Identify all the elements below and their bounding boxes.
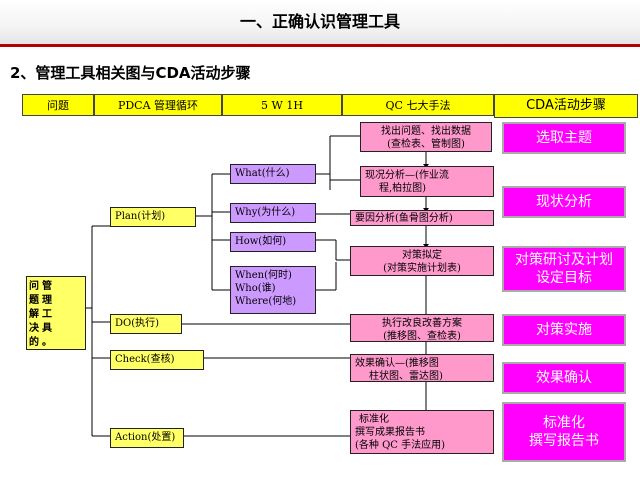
w5h1-when-who-where-box: When(何时) Who(谁) Where(何地) bbox=[230, 266, 316, 314]
root-box: 问 题 解 决 的 管 理 工 具 。 bbox=[26, 276, 86, 350]
slide-title: 一、正确认识管理工具 bbox=[239, 12, 400, 31]
root-char: 具 bbox=[42, 323, 52, 334]
cda-step-6: 标准化 撰写报告书 bbox=[502, 402, 626, 462]
qc-box-6-line: 效果确认—(推移图 bbox=[355, 358, 439, 369]
root-char: 理 bbox=[42, 295, 52, 306]
root-char: 问 bbox=[29, 281, 39, 292]
qc-box-5-line: (推移图、查检表) bbox=[383, 331, 461, 342]
qc-box-3: 要因分析(鱼骨图分析) bbox=[350, 210, 494, 226]
cda-step-4: 对策实施 bbox=[502, 314, 626, 346]
qc-box-6-line: 柱状图、雷达图) bbox=[369, 371, 443, 382]
w5h1-how-box: How(如何) bbox=[230, 232, 316, 252]
qc-box-6: 效果确认—(推移图 柱状图、雷达图) bbox=[350, 354, 494, 382]
cda-step-3-line: 设定目标 bbox=[536, 270, 592, 286]
w5h1-who-label: Who(谁) bbox=[235, 283, 276, 294]
section-subtitle: 2、管理工具相关图与CDA活动步骤 bbox=[10, 64, 251, 82]
col-header-5w1h: 5 W 1H bbox=[222, 94, 342, 116]
pdca-check-box: Check(查核) bbox=[110, 350, 204, 370]
cda-step-5: 效果确认 bbox=[502, 362, 626, 394]
col-header-pdca: PDCA 管理循环 bbox=[94, 94, 222, 116]
qc-box-5-line: 执行改良改善方案 bbox=[382, 318, 462, 329]
root-char: 。 bbox=[42, 337, 52, 348]
qc-box-2: 现况分析—(作业流 程,柏拉图) bbox=[360, 166, 494, 197]
qc-box-1: 找出问题、找出数据 (查检表、管制图) bbox=[360, 122, 492, 152]
w5h1-where-label: Where(何地) bbox=[235, 296, 297, 307]
pdca-plan-box: Plan(计划) bbox=[110, 207, 196, 227]
pdca-do-box: DO(执行) bbox=[110, 314, 182, 334]
root-char: 工 bbox=[42, 309, 52, 320]
root-char: 管 bbox=[42, 281, 52, 292]
col-header-qc: QC 七大手法 bbox=[342, 94, 494, 116]
qc-box-5: 执行改良改善方案 (推移图、查检表) bbox=[350, 314, 494, 342]
qc-box-7-line: (各种 QC 手法应用) bbox=[355, 440, 446, 451]
qc-box-1-line: (查检表、管制图) bbox=[387, 139, 465, 150]
root-col-2: 管 理 工 具 。 bbox=[42, 280, 52, 348]
cda-step-3: 对策研讨及计划 设定目标 bbox=[502, 246, 626, 292]
root-char: 的 bbox=[29, 337, 39, 348]
cda-step-2: 现状分析 bbox=[502, 186, 626, 218]
col-header-cda: CDA活动步骤 bbox=[494, 94, 638, 118]
root-col-1: 问 题 解 决 的 bbox=[29, 280, 39, 348]
qc-box-2-line: 程,柏拉图) bbox=[379, 183, 427, 194]
w5h1-when-label: When(何时) bbox=[235, 270, 292, 281]
qc-box-4-line: (对策实施计划表) bbox=[383, 263, 461, 274]
root-char: 解 bbox=[29, 309, 39, 320]
root-char: 决 bbox=[29, 323, 39, 334]
qc-box-7-line: 撰写成果报告书 bbox=[355, 427, 425, 438]
qc-box-7: 标准化 撰写成果报告书 (各种 QC 手法应用) bbox=[350, 410, 494, 454]
col-header-problem: 问题 bbox=[22, 94, 94, 116]
pdca-action-box: Action(处置) bbox=[110, 428, 184, 448]
root-char: 题 bbox=[29, 295, 39, 306]
cda-step-6-line: 撰写报告书 bbox=[529, 433, 599, 449]
qc-box-7-line: 标准化 bbox=[359, 414, 389, 425]
qc-box-4-line: 对策拟定 bbox=[402, 250, 442, 261]
cda-step-6-line: 标准化 bbox=[543, 415, 585, 431]
qc-box-1-line: 找出问题、找出数据 bbox=[381, 126, 471, 137]
qc-box-4: 对策拟定 (对策实施计划表) bbox=[350, 246, 494, 276]
cda-step-1: 选取主题 bbox=[502, 122, 626, 154]
cda-step-3-line: 对策研讨及计划 bbox=[515, 252, 613, 268]
slide-header: 一、正确认识管理工具 bbox=[0, 0, 640, 47]
w5h1-why-box: Why(为什么) bbox=[230, 203, 316, 223]
qc-box-2-line: 现况分析—(作业流 bbox=[365, 170, 449, 181]
w5h1-what-box: What(什么) bbox=[230, 164, 316, 184]
